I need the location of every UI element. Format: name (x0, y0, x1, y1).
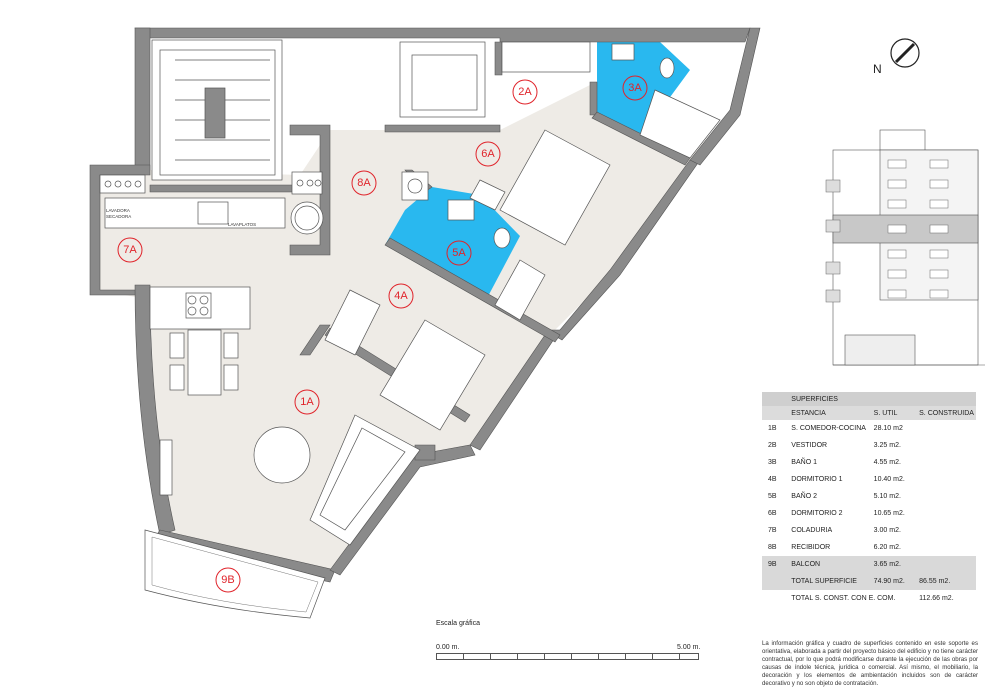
row-util: 3.00 m2. (873, 527, 901, 534)
row-name: BALCON (789, 556, 872, 573)
table-row: 4B DORMITORIO 1 10.40 m2. (762, 471, 976, 488)
total-superficie-util: 74.90 m2. (871, 573, 918, 590)
sofa (309, 414, 421, 546)
row-util: 6.20 m2. (873, 544, 901, 551)
chair (169, 364, 185, 391)
total-const-label: TOTAL S. CONST. CON E. COM. (791, 595, 896, 602)
total-superficie-label: TOTAL SUPERFICIE (789, 573, 872, 590)
kitchen-counter-top (104, 197, 286, 229)
dining-table (187, 329, 222, 396)
total-superficie-row: TOTAL SUPERFICIE 74.90 m2. 86.55 m2. (762, 573, 976, 590)
row-code: 1B (768, 425, 777, 432)
row-code: 7B (768, 527, 777, 534)
row-code: 6B (768, 510, 777, 517)
table-row: 2B VESTIDOR 3.25 m2. (762, 437, 976, 454)
north-compass-icon (890, 38, 920, 68)
col-header-util: S. UTIL (871, 406, 918, 420)
row-util: 28.10 m2 (873, 425, 903, 432)
round-table (253, 426, 311, 484)
row-util: 4.55 m2. (873, 459, 901, 466)
scale-end-label: 5.00 m. (677, 644, 701, 651)
row-util: 10.65 m2. (873, 510, 905, 517)
total-const-row: TOTAL S. CONST. CON E. COM. 112.66 m2. (762, 590, 976, 607)
cooktop-burner (187, 306, 197, 316)
furniture (99, 43, 721, 546)
row-name: DORMITORIO 2 (791, 510, 843, 517)
total-const-construida: 112.66 m2. (919, 595, 954, 602)
total-superficie-construida: 86.55 m2. (917, 573, 976, 590)
scale-bar (436, 653, 699, 660)
washer (290, 201, 324, 235)
disclaimer-note: La información gráfica y cuadro de super… (762, 640, 978, 687)
row-util: 10.40 m2. (873, 476, 905, 483)
north-label: N (873, 62, 882, 76)
row-code: 3B (768, 459, 777, 466)
chair (223, 332, 239, 359)
surfaces-table: SUPERFICIES ESTANCIA S. UTIL S. CONSTRUI… (762, 392, 976, 607)
row-code: 2B (768, 442, 777, 449)
elevation-windows (887, 159, 949, 299)
kitchen-island (149, 286, 251, 330)
table-row: 7B COLADURIA 3.00 m2. (762, 522, 976, 539)
col-header-estancia: ESTANCIA (789, 406, 872, 420)
chair (169, 332, 185, 359)
building-elevation (825, 129, 985, 366)
row-util: 3.65 m2. (871, 556, 918, 573)
row-util: 5.10 m2. (873, 493, 901, 500)
row-code: 5B (768, 493, 777, 500)
row-code: 8B (768, 544, 777, 551)
row-name: S. COMEDOR-COCINA (791, 425, 866, 432)
col-header-construida: S. CONSTRUIDA (917, 406, 976, 420)
cooktop-burner (187, 295, 197, 305)
row-code: 4B (768, 476, 777, 483)
row-name: BAÑO 2 (791, 493, 817, 500)
table-row: 3B BAÑO 1 4.55 m2. (762, 454, 976, 471)
tv-unit (159, 439, 173, 496)
table-row: 6B DORMITORIO 2 10.65 m2. (762, 505, 976, 522)
table-header-row: ESTANCIA S. UTIL S. CONSTRUIDA (762, 406, 976, 420)
stair-core (151, 39, 591, 181)
row-name: DORMITORIO 1 (791, 476, 843, 483)
row-name: COLADURIA (791, 527, 833, 534)
row-name: BAÑO 1 (791, 459, 817, 466)
row-name: VESTIDOR (791, 442, 828, 449)
sink (197, 201, 229, 225)
scale-start-label: 0.00 m. (436, 644, 460, 651)
table-title: SUPERFICIES (789, 392, 976, 406)
scale-title: Escala gráfica (436, 620, 480, 627)
table-row: 5B BAÑO 2 5.10 m2. (762, 488, 976, 505)
table-row: 8B RECIBIDOR 6.20 m2. (762, 539, 976, 556)
chair (223, 364, 239, 391)
cooktop-burner (199, 295, 209, 305)
row-name: RECIBIDOR (791, 544, 831, 551)
bed-dormitorio-2 (499, 129, 611, 246)
row-code: 9B (762, 556, 790, 573)
table-row: 1B S. COMEDOR-COCINA 28.10 m2 (762, 420, 976, 437)
bed-dormitorio-1 (379, 319, 486, 431)
cooktop-burner (199, 306, 209, 316)
table-title-row: SUPERFICIES (762, 392, 976, 406)
row-util: 3.25 m2. (873, 442, 901, 449)
